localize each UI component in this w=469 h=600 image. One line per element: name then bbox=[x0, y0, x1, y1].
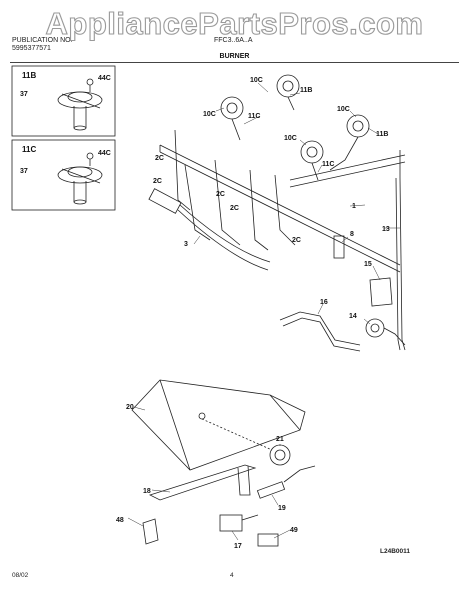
callout: 14 bbox=[349, 313, 357, 320]
callout: 10C bbox=[337, 106, 350, 113]
inset-11c-valve-drawing bbox=[57, 152, 103, 205]
model-number: FFC3..6A..A bbox=[214, 37, 253, 44]
part-8-drawing bbox=[333, 235, 345, 259]
inset-box-11b bbox=[11, 65, 116, 137]
publication-label: PUBLICATION NO. bbox=[12, 37, 73, 44]
callout: 1 bbox=[352, 203, 356, 210]
callout: 11B bbox=[376, 131, 388, 138]
bracket-48-drawing bbox=[142, 518, 159, 545]
callout: 2C bbox=[155, 155, 164, 162]
callout: 19 bbox=[278, 505, 286, 512]
callout: 2C bbox=[230, 205, 239, 212]
diagram-code: L24B0011 bbox=[380, 548, 410, 555]
safety-valve-17-drawing bbox=[219, 514, 243, 532]
regulator-14-drawing bbox=[365, 318, 385, 338]
callout: 11C bbox=[248, 113, 260, 120]
callout: 20 bbox=[126, 404, 134, 411]
section-title: BURNER bbox=[219, 53, 250, 60]
orifice-21-drawing bbox=[269, 444, 291, 466]
part-49-drawing bbox=[257, 533, 279, 547]
callout: 16 bbox=[320, 299, 328, 306]
callout: 21 bbox=[276, 436, 284, 443]
callout: 11B bbox=[300, 87, 312, 94]
watermark: AppliancePartsPros.com bbox=[45, 5, 424, 41]
callout: 18 bbox=[143, 488, 151, 495]
inset-title-11b: 11B bbox=[22, 71, 36, 80]
callout: 10C bbox=[284, 135, 297, 142]
inset-11c-label-44c: 44C bbox=[98, 150, 111, 157]
callout: 10C bbox=[250, 77, 263, 84]
page-number: 4 bbox=[230, 572, 234, 579]
gas-line-13-drawing bbox=[399, 177, 406, 351]
callout: 11C bbox=[322, 161, 334, 168]
inset-11b-label-37: 37 bbox=[20, 91, 28, 98]
callout: 2C bbox=[153, 178, 162, 185]
callout: 15 bbox=[364, 261, 372, 268]
header-rule bbox=[10, 62, 459, 63]
inset-box-11c bbox=[11, 139, 116, 211]
tube-16-drawing bbox=[279, 311, 361, 346]
inset-11b-label-44c: 44C bbox=[98, 75, 111, 82]
callout: 17 bbox=[234, 543, 242, 550]
publication-number: 5995377571 bbox=[12, 45, 51, 52]
part-15-drawing bbox=[369, 277, 393, 307]
inset-11b-valve-drawing bbox=[57, 78, 103, 131]
oven-burner-18-drawing bbox=[148, 464, 257, 501]
surface-burners-drawing bbox=[220, 74, 370, 181]
callout: 3 bbox=[184, 241, 188, 248]
callout: 49 bbox=[290, 527, 298, 534]
callout: 48 bbox=[116, 517, 124, 524]
inset-title-11c: 11C bbox=[22, 145, 36, 154]
inset-11c-label-37: 37 bbox=[20, 168, 28, 175]
callout: 2C bbox=[292, 237, 301, 244]
callout: 8 bbox=[350, 231, 354, 238]
valves-and-wires-drawing bbox=[148, 129, 296, 271]
callout: 10C bbox=[203, 111, 216, 118]
burner-shield-20-drawing bbox=[131, 379, 306, 471]
igniter-19-drawing bbox=[256, 481, 286, 499]
callout: 2C bbox=[216, 191, 225, 198]
callout: 13 bbox=[382, 226, 390, 233]
footer-date: 08/02 bbox=[12, 572, 29, 579]
manifold-rail-drawing bbox=[159, 144, 406, 273]
